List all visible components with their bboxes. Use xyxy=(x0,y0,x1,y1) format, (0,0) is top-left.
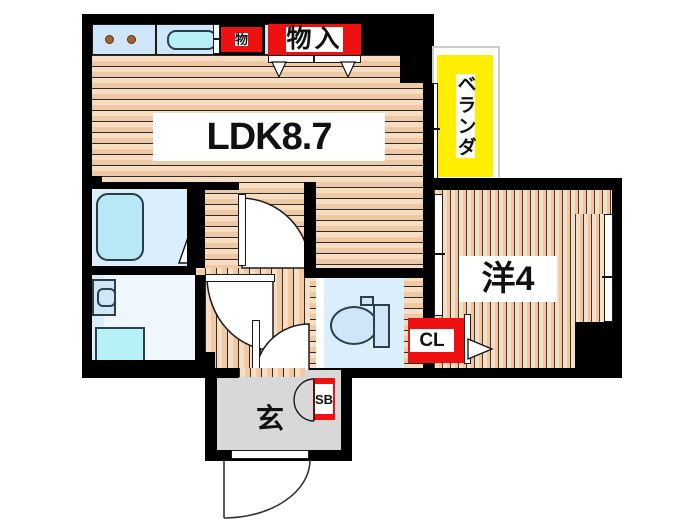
wall-bath-top xyxy=(92,182,197,189)
washitsu-window-mullion xyxy=(602,276,615,278)
wall-nub-ldk-left xyxy=(92,176,102,186)
wall-bath-right xyxy=(187,182,197,266)
wall-ldk-right-upper xyxy=(400,55,434,83)
wall-vanity-right xyxy=(195,275,205,368)
genkan-step-edge xyxy=(239,368,305,377)
room-ldk-text: LDK8.7 xyxy=(206,116,333,158)
closet-cl-box: CL xyxy=(408,318,464,363)
exterior-wall-bottom xyxy=(82,368,622,378)
closet-monoiri-text: 物入 xyxy=(286,25,343,53)
genkan-label: 玄 xyxy=(255,403,284,434)
toilet-room-inner xyxy=(316,278,324,368)
closet-monoiri-slider-right xyxy=(314,55,361,63)
washing-machine-space xyxy=(95,327,145,365)
veranda-label-box: ベランダ xyxy=(445,60,485,172)
wall-above-washitsu xyxy=(430,178,622,190)
shoebox-door-swing xyxy=(293,378,315,422)
toilet-bowl xyxy=(330,306,378,345)
closet-monoiri-label: 物入 xyxy=(268,24,361,55)
wash-basin-bowl xyxy=(97,288,116,307)
closet-mono-label: 物 xyxy=(221,27,262,52)
wall-hallway-stub-left xyxy=(205,352,215,368)
room-washitsu-label: 洋4 xyxy=(459,256,557,302)
entrance-door-swing xyxy=(223,459,311,519)
wall-ldk-washitsu-divider xyxy=(423,83,434,378)
wall-hallway-upper-right xyxy=(304,182,316,270)
exterior-wall-right xyxy=(612,182,622,378)
exterior-wall-left xyxy=(82,14,92,378)
shoebox-text: SB xyxy=(315,384,333,414)
wall-ldk-bath-divider xyxy=(195,182,205,268)
stove-burner-left xyxy=(105,35,114,44)
wall-toilet-top xyxy=(304,268,423,278)
closet-monoiri-arrows xyxy=(271,61,356,79)
genkan-wall-left xyxy=(205,378,217,460)
bathtub xyxy=(96,193,144,261)
washitsu-window-left-mullion xyxy=(432,253,445,255)
closet-cl-text: CL xyxy=(410,329,454,352)
exterior-wall-top xyxy=(82,14,434,24)
ldk-door-swing xyxy=(241,197,311,269)
toilet-flush-lever xyxy=(360,296,374,306)
kitchen-sink-basin xyxy=(167,30,217,50)
washitsu-window-left xyxy=(434,194,443,316)
entrance-door-leaf xyxy=(231,450,309,459)
genkan-wall-right xyxy=(341,378,352,460)
wall-ldk-top-right xyxy=(361,24,434,55)
closet-mono-door-leaf-1 xyxy=(213,24,220,39)
vanity-door-leaf xyxy=(205,274,275,282)
room-washitsu-text: 洋4 xyxy=(481,260,535,298)
ldk-door-leaf xyxy=(238,194,246,266)
toilet-tank xyxy=(373,304,390,348)
wall-nub-bath-bottom xyxy=(92,360,205,368)
closet-cl-swing-arrow xyxy=(467,338,494,360)
closet-mono-door-leaf-2 xyxy=(213,39,220,54)
kitchen-counter-divider xyxy=(155,24,157,55)
stove-burner-right xyxy=(127,35,136,44)
shoebox-box: SB xyxy=(313,378,335,420)
washitsu-window-right xyxy=(604,214,613,322)
veranda-label-text: ベランダ xyxy=(454,74,476,158)
wall-washitsu-bottom-right xyxy=(575,322,622,368)
room-ldk-label: LDK8.7 xyxy=(153,113,385,161)
closet-monoiri-slider-left xyxy=(268,55,314,63)
closet-mono-text: 物 xyxy=(234,32,248,47)
wall-hallway-stub-top xyxy=(205,182,239,190)
wall-bath-vanity-divider xyxy=(92,266,196,275)
